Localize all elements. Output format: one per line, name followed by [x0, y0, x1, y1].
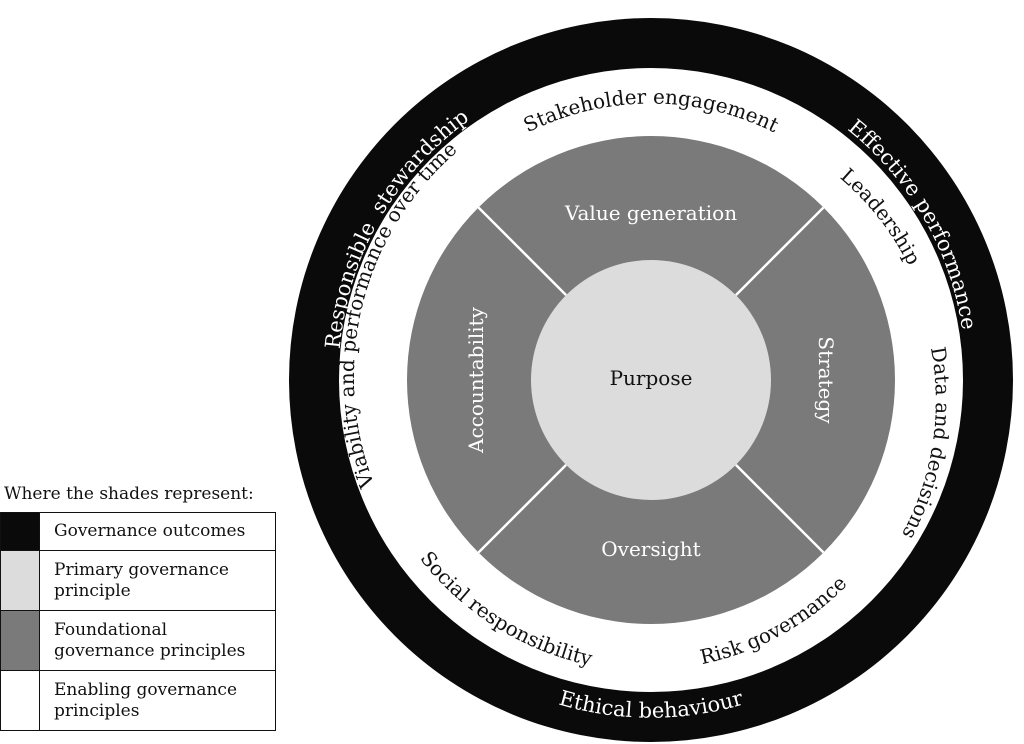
- legend: Where the shades represent: Governance o…: [0, 484, 280, 731]
- value-generation-label: Value generation: [564, 201, 737, 225]
- primary-principle-circle: [531, 260, 771, 500]
- legend-swatch-black: [0, 512, 40, 551]
- legend-row-foundational: Foundational governance principles: [0, 610, 276, 671]
- legend-label: Foundational governance principles: [39, 610, 276, 671]
- purpose-label: Purpose: [610, 366, 693, 390]
- legend-row-primary: Primary governance principle: [0, 550, 276, 611]
- strategy-label: Strategy: [814, 336, 838, 424]
- legend-title: Where the shades represent:: [4, 484, 254, 504]
- oversight-label: Oversight: [601, 537, 700, 561]
- legend-label: Enabling governance principles: [39, 670, 276, 731]
- legend-label: Governance outcomes: [39, 512, 276, 551]
- legend-table: Governance outcomes Primary governance p…: [0, 512, 276, 731]
- accountability-label: Accountability: [464, 306, 488, 454]
- quadrant-dividers: [477, 206, 825, 554]
- legend-swatch-dark-grey: [0, 610, 40, 671]
- legend-row-outcomes: Governance outcomes: [0, 512, 276, 551]
- legend-row-enabling: Enabling governance principles: [0, 670, 276, 731]
- legend-swatch-light-grey: [0, 550, 40, 611]
- legend-swatch-white: [0, 670, 40, 731]
- legend-label: Primary governance principle: [39, 550, 276, 611]
